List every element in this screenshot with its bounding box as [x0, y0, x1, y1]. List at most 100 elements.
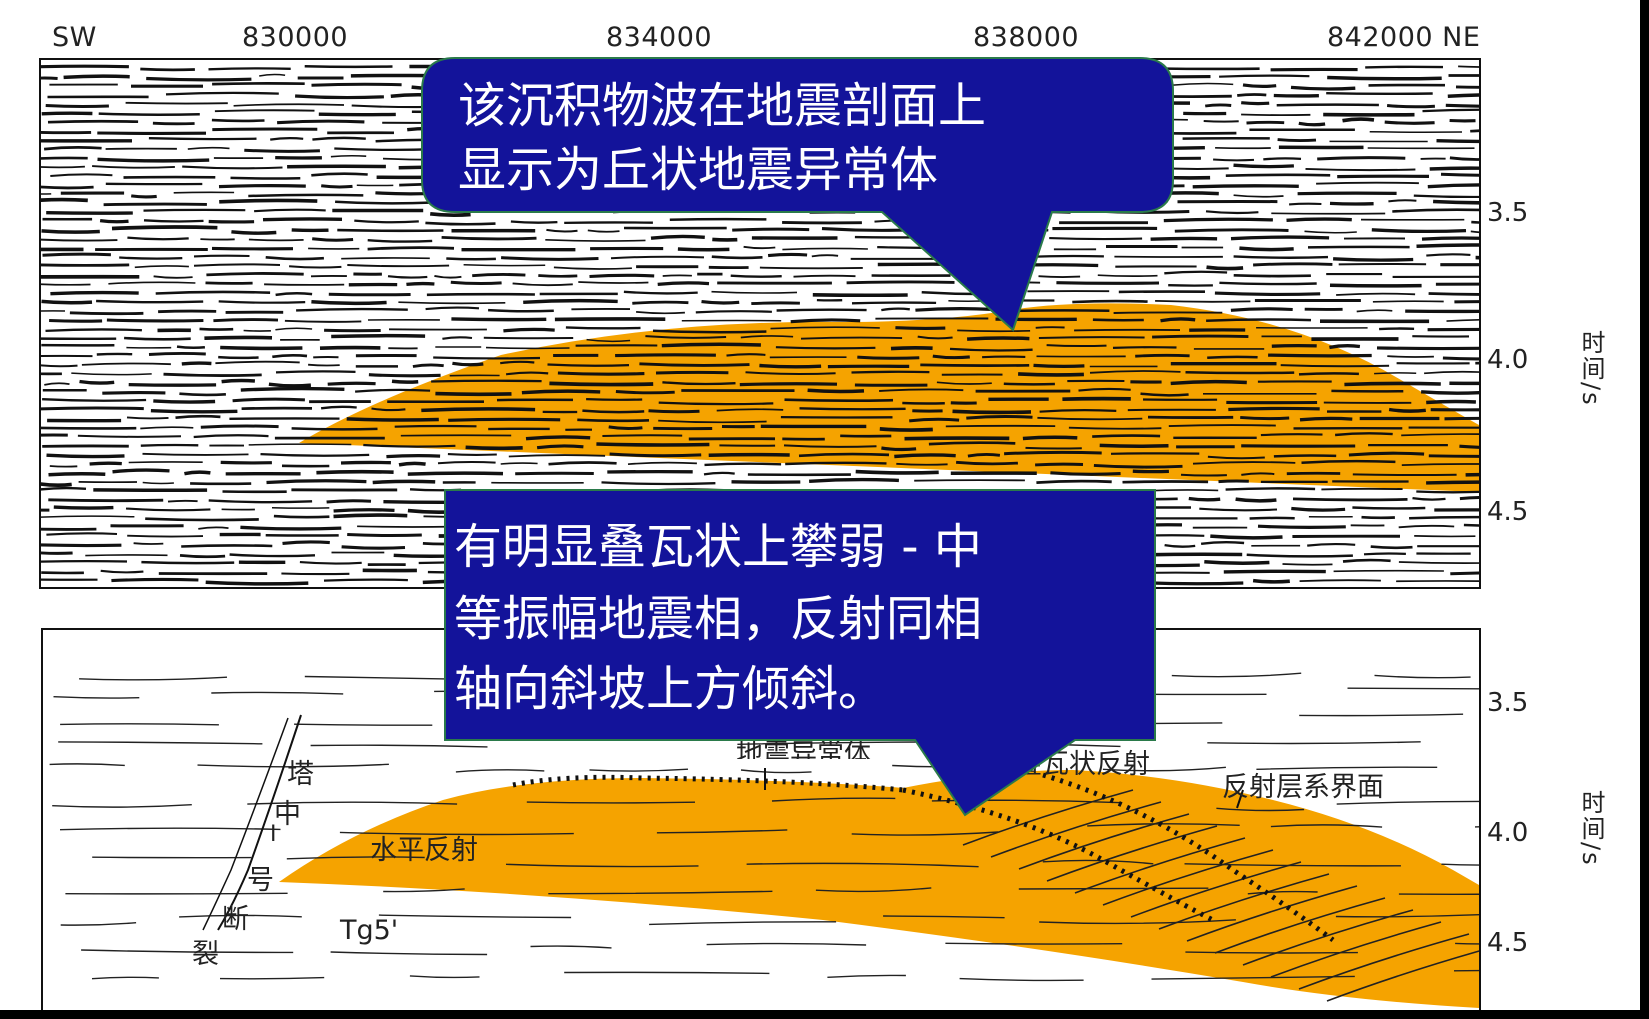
reflection-stroke: [997, 248, 1037, 251]
reflection-stroke: [895, 326, 946, 330]
reflection-stroke: [1026, 254, 1104, 258]
reflection-stroke: [608, 425, 643, 431]
reflection-stroke: [1214, 291, 1321, 296]
reflection-stroke: [1342, 558, 1391, 563]
interpretation-stroke: [530, 945, 612, 949]
reflection-stroke: [1276, 103, 1379, 107]
reflection-stroke: [145, 517, 259, 522]
reflection-stroke: [1042, 518, 1119, 521]
reflection-stroke: [48, 472, 106, 477]
reflection-stroke: [390, 93, 438, 98]
reflection-stroke: [333, 508, 395, 513]
reflection-stroke: [711, 290, 798, 294]
reflection-stroke: [582, 409, 645, 414]
reflection-stroke: [213, 318, 279, 323]
reflection-stroke: [500, 462, 538, 465]
reflection-stroke: [282, 540, 330, 545]
reflection-stroke: [326, 499, 372, 504]
reflection-stroke: [312, 136, 366, 141]
reflection-stroke: [1372, 300, 1444, 303]
top-callout-line-1: 该沉积物波在地震剖面上: [458, 78, 987, 134]
reflection-stroke: [1301, 459, 1396, 464]
bottom-callout-line-2: 等振幅地震相，反射同相: [454, 591, 983, 647]
reflection-stroke: [1004, 497, 1106, 502]
interpretation-stroke: [960, 674, 1090, 678]
reflection-stroke: [1136, 94, 1232, 99]
interpretation-stroke: [310, 744, 488, 748]
reflection-stroke: [371, 407, 406, 412]
interpretation-stroke: [1207, 741, 1421, 745]
reflection-stroke: [921, 291, 1020, 296]
reflection-stroke: [877, 246, 985, 250]
reflection-stroke: [296, 307, 408, 312]
reflection-stroke: [1342, 117, 1375, 123]
reflection-stroke: [1106, 118, 1188, 121]
reflection-stroke: [994, 513, 1031, 519]
interpretation-stroke: [219, 976, 325, 980]
reflection-stroke: [133, 542, 164, 545]
reflection-stroke: [330, 154, 367, 158]
reflection-stroke: [41, 426, 137, 430]
reflection-stroke: [146, 76, 252, 82]
reflection-stroke: [218, 300, 306, 304]
reflection-stroke: [1361, 515, 1395, 520]
reflection-stroke: [1241, 101, 1270, 106]
reflection-stroke: [1352, 473, 1457, 476]
interpretation-stroke: [1171, 672, 1302, 678]
interpretation-stroke: [524, 735, 703, 740]
reflection-stroke: [876, 491, 978, 495]
reflection-stroke: [1036, 479, 1112, 484]
reflection-stroke: [1388, 199, 1417, 203]
reflection-stroke: [932, 200, 1015, 204]
reflection-stroke: [1092, 434, 1161, 438]
reflection-stroke: [1241, 472, 1275, 476]
fault-name-char-3: I: [270, 822, 277, 847]
reflection-stroke: [1386, 104, 1435, 109]
reflection-stroke: [41, 543, 122, 548]
reflection-stroke: [1219, 281, 1317, 286]
reflection-stroke: [615, 353, 716, 358]
reflection-stroke: [1092, 318, 1144, 322]
reflection-stroke: [851, 301, 937, 305]
upper-seismic-traces: [41, 64, 1479, 586]
reflection-stroke: [99, 218, 129, 224]
reflection-stroke: [128, 382, 217, 387]
reflection-stroke: [41, 76, 58, 80]
reflection-stroke: [871, 209, 971, 214]
reflection-stroke: [435, 391, 512, 397]
reflection-stroke: [1424, 370, 1479, 375]
imbricate-stroke: [1186, 885, 1358, 942]
reflection-stroke: [98, 112, 200, 116]
reflection-stroke: [821, 227, 924, 232]
reflection-stroke: [308, 247, 360, 250]
reflection-stroke: [1168, 424, 1276, 428]
reflection-stroke: [1010, 563, 1083, 567]
reflection-stroke: [248, 443, 352, 446]
reflection-stroke: [704, 462, 782, 467]
reflection-stroke: [333, 513, 408, 519]
reflection-stroke: [48, 498, 164, 503]
interpretation-stroke: [649, 921, 837, 926]
reflection-stroke: [485, 346, 570, 350]
reflection-stroke: [411, 85, 444, 90]
reflection-stroke: [784, 398, 894, 402]
reflection-stroke: [1078, 387, 1131, 392]
reflection-stroke: [1409, 515, 1479, 520]
reflection-stroke: [811, 254, 839, 258]
reflection-stroke: [152, 121, 195, 126]
reflection-stroke: [1436, 139, 1479, 144]
reflection-stroke: [143, 208, 246, 212]
imbricate-stroke: [1214, 897, 1386, 954]
reflection-stroke: [776, 200, 824, 205]
reflection-stroke: [1257, 524, 1346, 529]
reflection-stroke: [311, 299, 387, 306]
reflection-stroke: [1475, 361, 1479, 365]
reflection-stroke: [670, 200, 770, 204]
reflection-stroke: [127, 534, 204, 538]
reflection-stroke: [1329, 201, 1374, 206]
reflection-stroke: [500, 360, 535, 365]
reflection-stroke: [879, 427, 933, 432]
reflection-stroke: [1298, 372, 1359, 376]
reflection-stroke: [443, 201, 527, 205]
reflection-stroke: [1329, 343, 1361, 350]
